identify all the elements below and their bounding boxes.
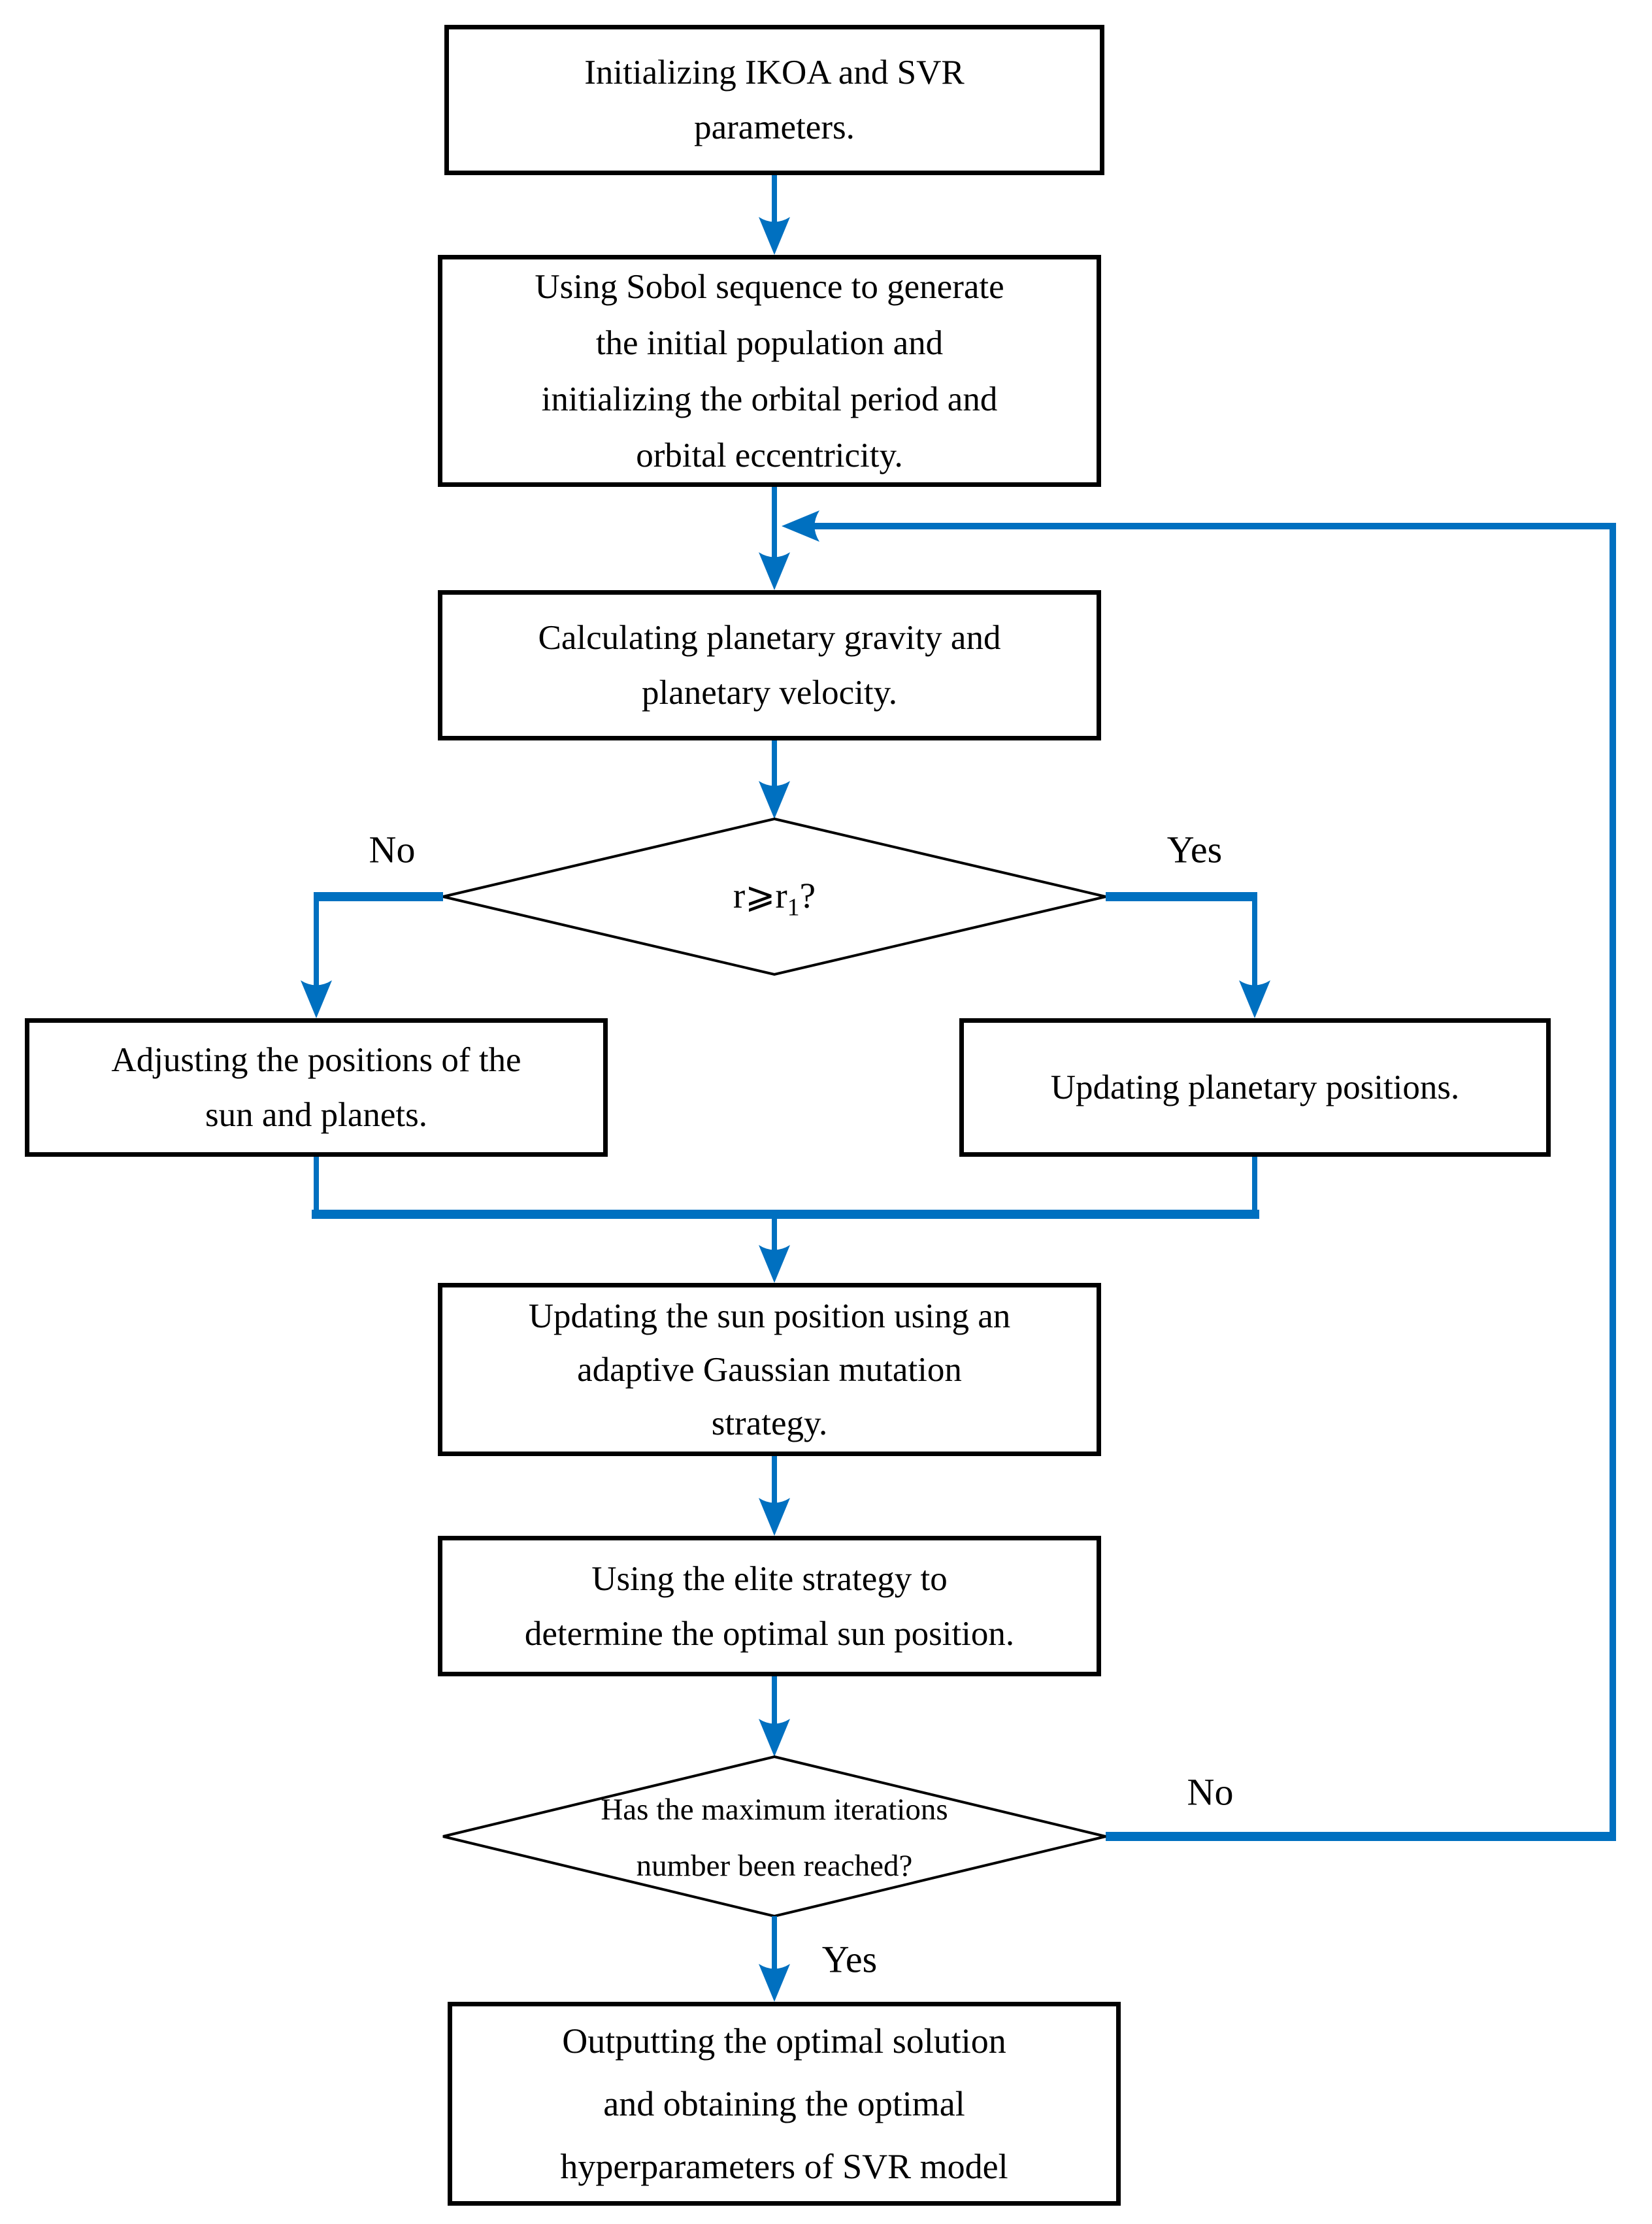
node-sobol-sequence-label: Using Sobol sequence to generate the ini… [535, 267, 1004, 474]
decision-r-condition-subscript: 1 [787, 893, 800, 921]
node-update-sun-position-label: Updating the sun position using an adapt… [528, 1297, 1011, 1442]
arrowhead-into-output [759, 1964, 790, 2002]
arrowhead-into-elite [759, 1498, 790, 1536]
edge-label-iter-yes: Yes [821, 1938, 878, 1981]
node-adjust-positions: Adjusting the positions of the sun and p… [25, 1018, 608, 1157]
node-output-solution-label: Outputting the optimal solution and obta… [560, 2021, 1008, 2186]
node-update-planetary-positions-label: Updating planetary positions. [1050, 1069, 1460, 1106]
node-initialize-parameters-label: Initializing IKOA and SVR parameters. [584, 54, 965, 146]
node-update-planetary-positions: Updating planetary positions. [959, 1018, 1551, 1157]
node-update-sun-position: Updating the sun position using an adapt… [438, 1283, 1101, 1456]
node-elite-strategy-label: Using the elite strategy to determine th… [524, 1559, 1015, 1653]
decision-r-diamond [442, 817, 1106, 976]
node-output-solution: Outputting the optimal solution and obta… [448, 2002, 1121, 2206]
node-adjust-positions-label: Adjusting the positions of the sun and p… [111, 1041, 521, 1134]
node-initialize-parameters: Initializing IKOA and SVR parameters. [444, 25, 1104, 175]
edge-label-r-yes: Yes [1166, 828, 1223, 871]
decision-iter-condition: Has the maximum iterations number been r… [601, 1793, 948, 1883]
decision-r-condition-suffix: ? [799, 875, 816, 916]
arrowhead-into-calc [759, 552, 790, 590]
decision-r-condition: r⩾r1? [733, 874, 816, 922]
node-sobol-sequence: Using Sobol sequence to generate the ini… [438, 255, 1101, 487]
edge-label-r-no: No [369, 828, 416, 871]
arrowhead-into-adjust [301, 980, 332, 1018]
decision-r-condition-prefix: r⩾r [733, 875, 787, 916]
node-calculate-gravity-velocity: Calculating planetary gravity and planet… [438, 590, 1101, 740]
arrowhead-into-decision-r [759, 781, 790, 819]
arrowhead-into-update-planets [1239, 980, 1270, 1018]
arrowhead-into-update-sun [759, 1245, 790, 1283]
edge-label-iter-no: No [1187, 1770, 1234, 1814]
arrowhead-feedback-left [782, 510, 819, 542]
node-elite-strategy: Using the elite strategy to determine th… [438, 1536, 1101, 1676]
node-calculate-gravity-velocity-label: Calculating planetary gravity and planet… [538, 619, 1001, 712]
arrowhead-into-decision-iter [759, 1719, 790, 1757]
arrowhead-into-sobol [759, 217, 790, 255]
